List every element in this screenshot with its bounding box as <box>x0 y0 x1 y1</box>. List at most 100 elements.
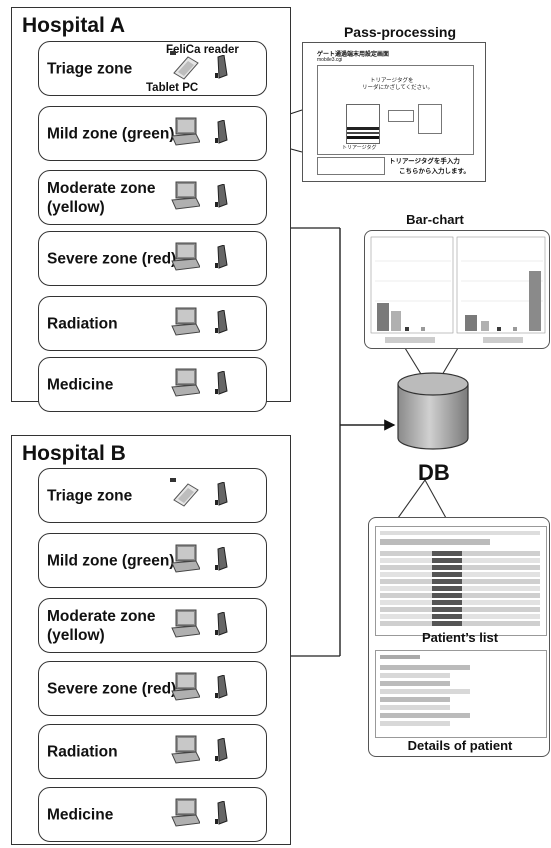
laptop-icon <box>171 117 200 146</box>
hospital-a-moderate-zone: Moderate zone (yellow) <box>38 170 267 225</box>
patient-info-panel: Patient’s list Details of patient <box>368 517 550 757</box>
felica-reader-icon <box>215 547 228 571</box>
tablet-pc-icon <box>170 478 199 507</box>
detail-row <box>380 673 450 678</box>
thumbnail-bar <box>513 327 517 331</box>
thumbnail-bar <box>465 315 477 331</box>
laptop-icon <box>171 242 200 271</box>
list-item <box>380 600 540 605</box>
screen-prompt-line-1: トリアージタグを <box>370 78 414 84</box>
hospital-b-moderate-zone: Moderate zone (yellow) <box>38 598 267 653</box>
felica-reader-icon <box>215 120 228 144</box>
zone-label: Radiation <box>47 315 118 332</box>
hospital-a-triage-zone: Triage zone <box>38 41 267 96</box>
screen-note-2: こちらから入力します。 <box>399 168 470 175</box>
thumbnail-bar <box>421 327 425 331</box>
pass-processing-title: Pass-processing <box>343 24 457 40</box>
detail-row <box>380 689 470 694</box>
list-item <box>380 621 540 626</box>
felica-reader-label: FeliCa reader <box>166 44 239 56</box>
zone-label: Medicine <box>47 376 114 393</box>
laptop-icon <box>171 672 200 701</box>
felica-reader-icon <box>215 675 228 699</box>
hospital-b-triage-zone: Triage zone <box>38 468 267 523</box>
detail-row <box>380 721 450 726</box>
zone-label: Triage zone <box>47 60 133 77</box>
hospital-a-severe-zone: Severe zone (red) <box>38 231 267 286</box>
patient-details-screenshot <box>375 650 547 738</box>
patient-list-screenshot <box>375 526 547 636</box>
list-item <box>380 579 540 584</box>
felica-reader-icon <box>215 310 228 334</box>
hospital-b-mild-zone: Mild zone (green) <box>38 533 267 588</box>
detail-row <box>380 665 470 670</box>
screen-tag-label: トリアージタグ <box>342 145 377 151</box>
laptop-icon <box>171 307 200 336</box>
list-item <box>380 586 540 591</box>
zone-label: Triage zone <box>47 487 133 504</box>
bar-chart-panel <box>364 230 550 349</box>
patient-details-label: Details of patient <box>407 738 513 753</box>
hospital-a-mild-zone: Mild zone (green) <box>38 106 267 161</box>
hospital-a-radiation-zone: Radiation <box>38 296 267 351</box>
hospital-b-severe-zone: Severe zone (red) <box>38 661 267 716</box>
hospital-b-radiation-zone: Radiation <box>38 724 267 779</box>
thumbnail-bar <box>377 303 389 331</box>
felica-reader-icon <box>215 371 228 395</box>
tablet-pc-label: Tablet PC <box>146 82 199 94</box>
thumbnail-bar <box>529 271 541 331</box>
zone-label: Severe zone (red) <box>47 680 177 697</box>
list-item <box>380 607 540 612</box>
thumbnail-bar <box>405 327 409 331</box>
hospital-b-title: Hospital B <box>22 442 126 465</box>
detail-row <box>380 705 450 710</box>
zone-label: Mild zone (green) <box>47 552 175 569</box>
bar-chart-title: Bar-chart <box>406 212 464 227</box>
zone-label: Mild zone (green) <box>47 125 175 142</box>
screen-note-1: トリアージタグを手入力 <box>389 158 460 165</box>
felica-reader-icon <box>215 245 228 269</box>
screen-header: ゲート通過端末用設定画面 <box>317 52 390 58</box>
detail-row <box>380 713 470 718</box>
laptop-icon <box>171 798 200 827</box>
laptop-icon <box>171 609 200 638</box>
detail-row <box>380 681 450 686</box>
list-item <box>380 614 540 619</box>
hospital-b-medicine-zone: Medicine <box>38 787 267 842</box>
db-label: DB <box>418 460 450 485</box>
laptop-icon <box>171 181 200 210</box>
list-item <box>380 565 540 570</box>
thumbnail-bar <box>391 311 401 331</box>
screen-sub: mobile3.cgi <box>317 57 343 63</box>
felica-reader-icon <box>215 612 228 636</box>
pass-processing-screen: ゲート通過端末用設定画面 mobile3.cgi トリアージタグを リーダにかざ… <box>302 42 486 182</box>
zone-label: Severe zone (red) <box>47 250 177 267</box>
tablet-pc-icon <box>170 51 199 80</box>
felica-reader-icon <box>215 801 228 825</box>
list-item <box>380 593 540 598</box>
bar-chart-thumbnail <box>370 236 546 343</box>
list-item <box>380 558 540 563</box>
felica-reader-icon <box>215 738 228 762</box>
list-item <box>380 572 540 577</box>
screen-prompt-line-2: リーダにかざしてください。 <box>362 85 434 91</box>
zone-label: Moderate zone (yellow) <box>47 179 156 216</box>
tag-card <box>346 104 380 144</box>
patient-list-label: Patient’s list <box>421 630 499 645</box>
laptop-icon <box>171 368 200 397</box>
felica-reader-icon <box>215 482 228 506</box>
zone-label: Radiation <box>47 743 118 760</box>
list-item <box>380 551 540 556</box>
reader-shape <box>418 104 442 134</box>
zone-label: Medicine <box>47 806 114 823</box>
zone-label: Moderate zone (yellow) <box>47 607 156 644</box>
hospital-a-medicine-zone: Medicine <box>38 357 267 412</box>
detail-row <box>380 697 450 702</box>
input-box <box>317 157 385 175</box>
felica-reader-icon <box>215 55 228 79</box>
felica-reader-icon <box>215 184 228 208</box>
screen-frame: トリアージタグを リーダにかざしてください。 トリアージタグ <box>317 65 474 155</box>
laptop-icon <box>171 544 200 573</box>
database-cylinder <box>397 372 469 450</box>
hospital-a-title: Hospital A <box>22 14 126 37</box>
